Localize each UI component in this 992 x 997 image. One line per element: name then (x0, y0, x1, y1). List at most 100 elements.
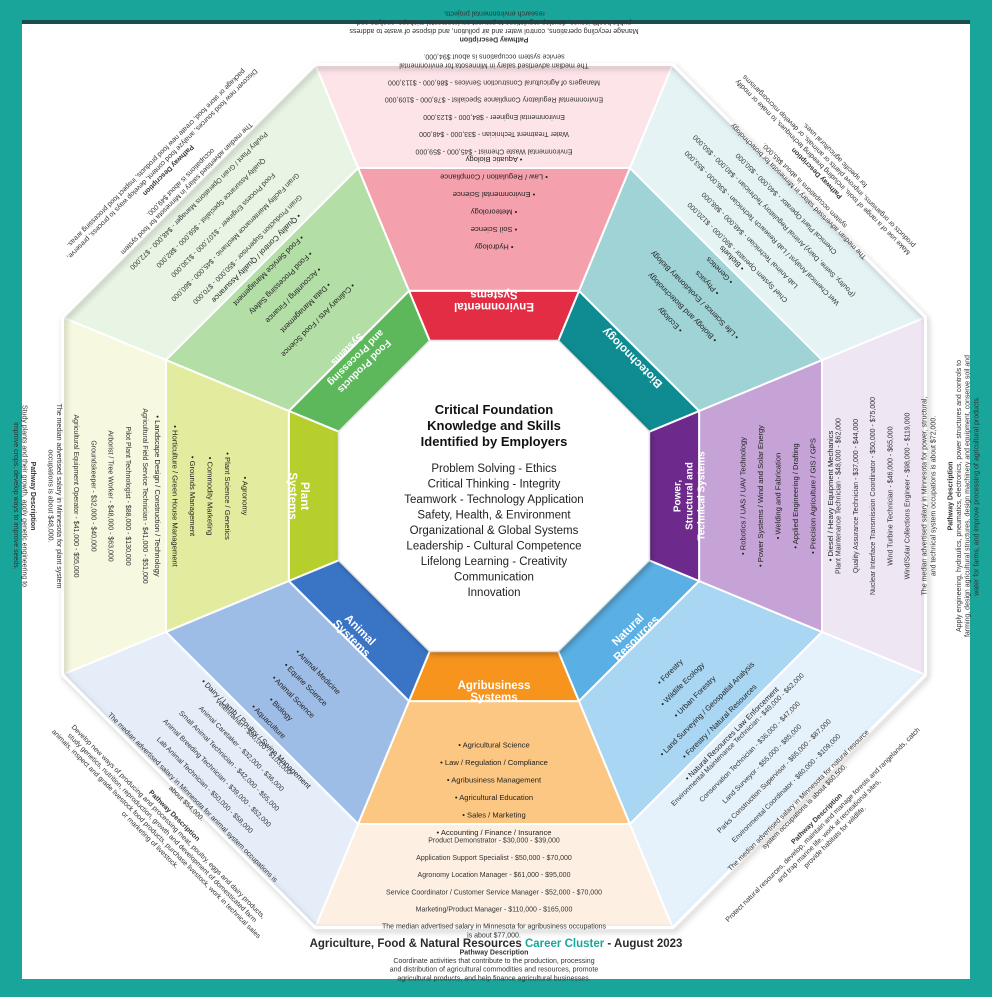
pathway-detail-line: Groundskeeper - $32,000 - $40,000 (89, 440, 96, 551)
focus-areas-power-line: • Welding and Fabrication (773, 453, 782, 540)
center-skill-line: Leadership - Cultural Competence (406, 541, 581, 553)
pathway-detail-line: and distribution of agricultural commodi… (390, 967, 599, 974)
focus-areas-environmental-line: • Law / Regulation / Compliance (440, 173, 548, 182)
center-skill-line: Problem Solving - Ethics (431, 463, 557, 475)
pathway-detail-line: Plant Maintenance Technician - $48,000 -… (836, 418, 843, 574)
focus-areas-plant-line: • Agronomy (241, 477, 250, 516)
pathway-title-environmental-line: Systems (470, 288, 517, 300)
pathway-detail-line: public health issues, develop regulation… (357, 18, 631, 25)
pathway-detail-line: Application Support Specialist - $50,000… (416, 855, 572, 862)
pathway-title-agribusiness-line: Agribusiness (458, 680, 531, 692)
focus-areas-plant-line: • Landscape Design / Construction / Tech… (153, 415, 162, 576)
pathway-detail-line: Managers of Agricultural Construction Se… (388, 79, 600, 86)
center-heading-line: Identified by Employers (421, 434, 568, 449)
focus-areas-power: • Robotics / UAS / UAV Technology • Power… (738, 425, 835, 567)
pathway-detail-line: The median advertised salary in Minnesot… (55, 404, 62, 589)
center-skill-line: Teamwork - Technology Application (404, 494, 583, 506)
focus-areas-power-line: • Applied Engineering / Drafting (791, 443, 800, 548)
pathway-detail-line: Arborist / Tree Worker - $48,000 - $63,0… (107, 430, 114, 561)
pathway-detail-line: Apply engineering, hydraulics, pneumatic… (956, 360, 963, 632)
focus-areas-environmental-line: • Environmental Science (453, 190, 535, 199)
focus-areas-environmental-line: • Meteorology (471, 208, 518, 217)
pathway-details-agribusiness: Product Demonstrator - $30,000 - $39,000… (382, 838, 607, 983)
pathway-detail-line: and technical system occupations is abou… (930, 416, 937, 576)
focus-areas-agribusiness-line: • Law / Regulation / Compliance (440, 758, 548, 767)
pathway-detail-line: Coordinate activities that contribute to… (393, 958, 594, 965)
pathway-detail-line: Marketing/Product Manager - $110,000 - $… (416, 907, 573, 914)
pathway-detail-line: Agronomy Location Manager - $61,000 - $9… (418, 872, 571, 879)
footer-prefix: Agriculture, Food & Natural Resources (309, 938, 522, 950)
pathway-detail-line: service system occupations is about $94,… (423, 53, 564, 60)
focus-areas-plant-line: • Grounds Management (188, 456, 197, 537)
center-skill-line: Critical Thinking - Integrity (428, 479, 561, 491)
center-skill-line: Organizational & Global Systems (410, 525, 579, 537)
focus-areas-agribusiness-line: • Accounting / Finance / Insurance (437, 828, 552, 837)
focus-areas-agribusiness-line: • Agricultural Science (458, 740, 529, 749)
pathway-description-title: Pathway Description (948, 462, 955, 531)
pathway-detail-line: Agricultural Field Service Technician - … (141, 408, 148, 583)
pathway-detail-line: Agricultural Equipment Operator - $41,00… (72, 414, 79, 577)
focus-areas-environmental-line: • Hydrology (474, 243, 513, 252)
footer-suffix: - August 2023 (607, 938, 683, 950)
focus-areas-power-line: • Power Systems / Wind and Solar Energy (756, 425, 765, 567)
pathway-detail-line: Wind/Solar Collections Engineer - $98,00… (905, 412, 912, 579)
pathway-detail-line: Wind Turbine Technician - $46,000 - $65,… (887, 426, 894, 565)
pathway-details-plant: Agricultural Field Service Technician - … (12, 404, 148, 589)
pathway-detail-line: Product Demonstrator - $30,000 - $39,000 (428, 838, 560, 845)
pathway-detail-line: The median advertised salary in Minnesot… (382, 924, 607, 931)
focus-areas-agribusiness: • Agricultural Science • Law / Regulation… (437, 740, 552, 837)
focus-areas-agribusiness-line: • Agribusiness Management (447, 775, 542, 784)
pathway-detail-line: is about $77,000. (467, 932, 521, 939)
pathway-detail-line: farming, design agricultural structures,… (965, 355, 972, 637)
focus-areas-plant-line: • Plant Science / Genetics (223, 452, 232, 540)
focus-areas-power-line: • Diesel / Heavy Equipment Mechanics (826, 431, 835, 562)
center-heading-line: Critical Foundation (435, 402, 554, 417)
pathway-detail-line: Pilot Plant Technologist - $88,000 - $13… (124, 426, 131, 565)
pathway-detail-line: occupations is about $48,000. (46, 449, 53, 542)
pathway-detail-line: The median advertised salary in Minnesot… (922, 397, 929, 596)
pathway-title-plant-line: Systems (286, 472, 298, 519)
pathway-title-power-line: Power, (673, 480, 684, 512)
pathway-detail-line: Environmental Regulatory Compliance Spec… (385, 96, 603, 103)
pathway-details-power: Plant Maintenance Technician - $48,000 -… (836, 355, 981, 637)
focus-areas-agribusiness-line: • Sales / Marketing (462, 810, 525, 819)
pathway-details-environmental: Environmental Waste Chemist - $45,000 - … (349, 10, 639, 155)
focus-areas-environmental-line: • Soil Science (471, 225, 518, 234)
core-octagon (338, 340, 650, 652)
center-skill-line: Communication (454, 572, 534, 584)
footer-caption: Agriculture, Food & Natural Resources Ca… (0, 938, 992, 950)
pathway-detail-line: Water Treatment Technician - $33,000 - $… (419, 130, 569, 137)
pathway-detail-line: water for farms, and improve processing … (973, 396, 980, 597)
pathway-detail-line: research environmental projects. (443, 10, 545, 17)
pathway-detail-line: Study plants and their growth, apply gen… (21, 405, 28, 587)
center-skill-line: Lifelong Learning - Creativity (421, 556, 568, 568)
pathway-title-environmental-line: Environmental (454, 300, 534, 312)
outer-octagon-border (61, 63, 927, 929)
pathway-detail-line: Manage recycling operations, control wat… (349, 27, 639, 34)
footer-highlight: Career Cluster (524, 938, 605, 950)
center-skill-line: Safety, Health, & Environment (417, 510, 571, 522)
pathway-title-agribusiness-line: Systems (470, 692, 517, 704)
focus-areas-environmental: • Hydrology • Soil Science • Meteorology • … (440, 155, 548, 252)
focus-areas-environmental-line: • Aquatic Biology (465, 155, 522, 164)
center-heading-line: Knowledge and Skills (427, 418, 561, 433)
pathway-description-title: Pathway Description (29, 462, 36, 531)
pathway-description-title: Pathway Description (460, 950, 529, 957)
pathway-detail-line: Environmental Engineer - $84,000 - $123,… (423, 113, 565, 120)
pathway-detail-line: Environmental Waste Chemist - $45,000 - … (415, 147, 572, 154)
pathway-detail-line: Service Coordinator / Customer Service M… (386, 889, 602, 896)
pathway-title-plant-line: Plant (298, 482, 310, 510)
focus-areas-plant-line: • Horticulture / Green House Management (171, 425, 180, 567)
pathway-detail-line: agricultural products, and help finance … (397, 975, 590, 982)
focus-areas-power-line: • Robotics / UAS / UAV Technology (738, 437, 747, 555)
focus-areas-plant: • Agronomy • Plant Science / Genetics • Co… (153, 415, 250, 576)
focus-areas-plant-line: • Commodity Marketing (206, 457, 215, 536)
pathway-title-power-line: Technical Systems (697, 451, 708, 541)
center-skill-line: Innovation (467, 587, 520, 599)
